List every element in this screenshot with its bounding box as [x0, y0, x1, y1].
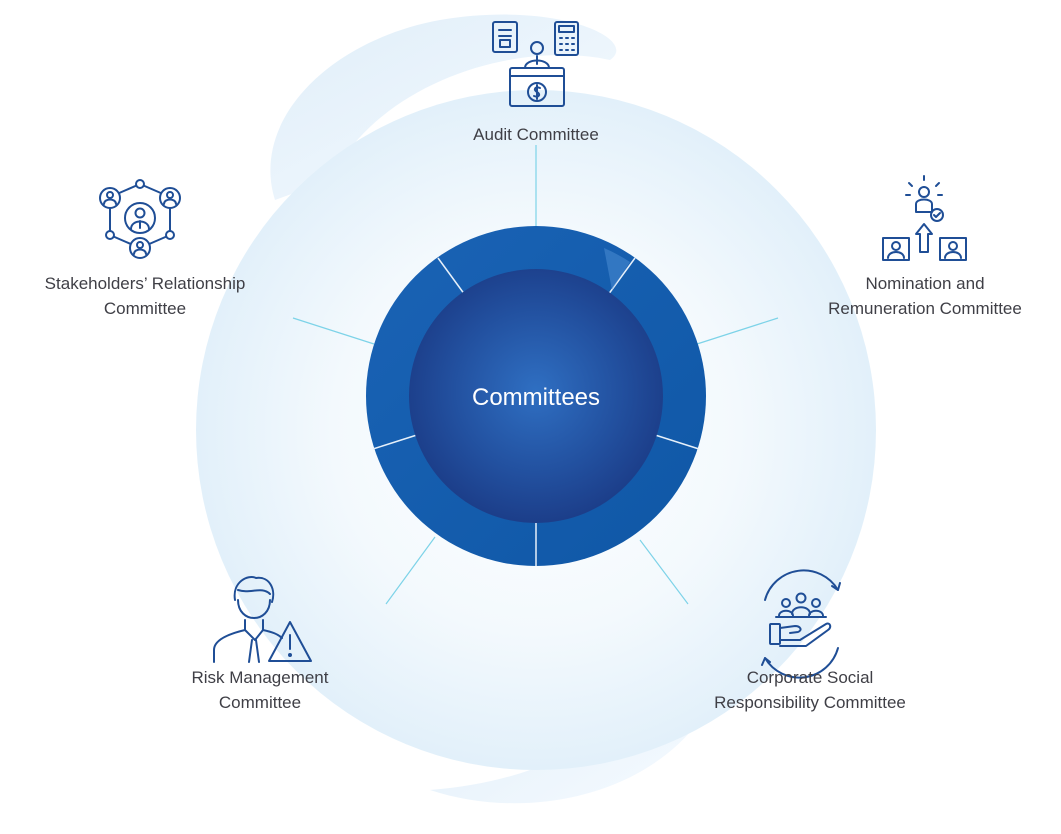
connector-risk: [385, 536, 436, 605]
promotion-people-icon: [882, 175, 967, 261]
halo-swirl-top: [270, 14, 617, 201]
label-line: Responsibility Committee: [714, 693, 906, 712]
connector-stakeholders: [292, 317, 375, 345]
connector-nomination: [696, 317, 779, 345]
person-warning-icon: [213, 576, 312, 663]
label-line: Audit Committee: [473, 125, 599, 144]
label-risk-committee: Risk Management Committee: [160, 665, 360, 715]
label-line: Corporate Social: [746, 668, 874, 687]
label-line: Committee: [218, 693, 302, 712]
label-line: Remuneration Committee: [828, 299, 1022, 318]
label-nomination-committee: Nomination and Remuneration Committee: [800, 271, 1050, 321]
connector-csr: [639, 539, 689, 605]
center-title: Committees: [471, 384, 601, 411]
ring-highlight: [604, 248, 630, 290]
label-line: Risk Management: [191, 668, 329, 687]
people-network-icon: [99, 179, 181, 259]
label-csr-committee: Corporate Social Responsibility Committe…: [690, 665, 930, 715]
audit-desk-icon: [492, 21, 579, 107]
hand-people-cycle-icon: [761, 569, 841, 679]
label-stakeholders-committee: Stakeholders’ Relationship Committee: [20, 271, 270, 321]
label-line: Nomination and: [865, 274, 985, 293]
inner-circle: [409, 269, 663, 523]
connector-lines: [292, 145, 779, 605]
label-line: Committee: [103, 299, 187, 318]
label-audit-committee: Audit Committee: [436, 122, 636, 147]
label-line: Stakeholders’ Relationship: [44, 274, 246, 293]
ring-dividers: [372, 257, 700, 566]
